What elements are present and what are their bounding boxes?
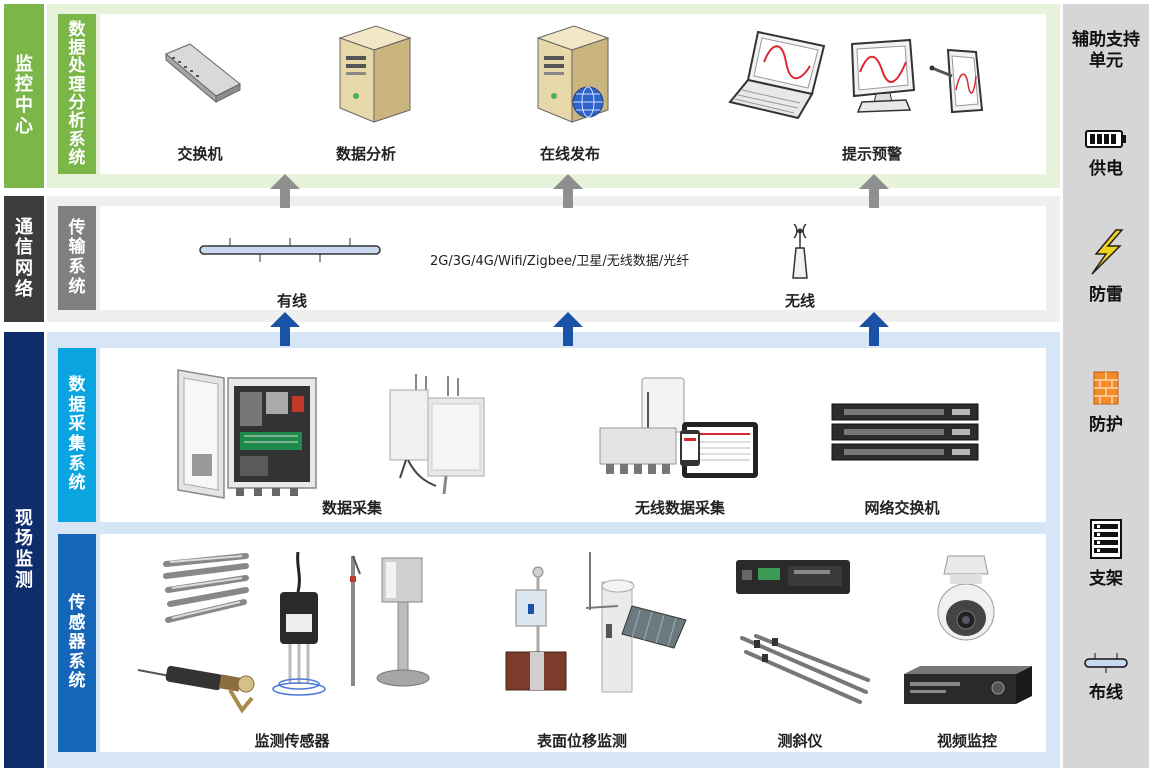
laptop-icon [728,30,826,120]
solar-station-icon [585,552,687,693]
soil-sensor-icon [272,552,326,696]
sensor-probes-icon [163,553,249,623]
surface-displacement-caption: 表面位移监测 [536,732,628,750]
switch-caption: 交换机 [177,145,223,163]
monitor-icon [850,38,916,113]
network-switch-icon [165,43,241,104]
lightning-icon [1091,229,1124,275]
gray-up-arrow-3 [859,174,889,208]
wireless-acquisition-caption: 无线数据采集 [634,499,726,517]
rack-switch-icon [831,403,979,461]
lightning-item: 防雷 [1063,228,1149,305]
sensor-system-label: 传 感 器 系 统 [58,534,96,752]
rod-sensor-icon [350,555,361,686]
inclinometer-probes-icon [740,634,870,704]
field-monitoring-label: 现 场 监 测 [4,332,44,768]
gray-up-arrow-1 [270,174,300,208]
data-analysis-system-label: 数 据 处 理 分 析 系 统 [58,14,96,174]
network-switch-caption: 网络交换机 [864,499,940,517]
outdoor-station-icon [389,374,485,495]
comm-network-label: 通 信 网 络 [4,196,44,322]
data-logger-cabinet-icon [177,369,317,499]
wireless-caption: 无线 [784,292,816,310]
video-monitoring-caption: 视频监控 [936,732,998,750]
protection-item: 防护 [1063,370,1149,435]
gray-up-arrow-2 [553,174,583,208]
pillar-sensor-icon [376,557,430,687]
tdr-device-icon [736,560,850,594]
transmission-system-label: 传 输 系 统 [58,206,96,310]
cable-icon [1084,653,1128,673]
firewall-icon [1093,371,1119,405]
wireless-antenna-icon [792,223,808,279]
monitor-center-label: 监 控 中 心 [4,4,44,188]
inclinometer-caption: 测斜仪 [777,732,823,750]
server-publish-icon [536,25,610,123]
comm-network-panel [100,206,1046,310]
protocols-text: 2G/3G/4G/Wifi/Zigbee/卫星/无线数据/光纤 [430,254,690,269]
data-acquisition-caption: 数据采集 [321,499,383,517]
server-analysis-icon [338,25,412,123]
wireless-logger-icon [599,377,758,478]
support-bracket-item: 支架 [1063,518,1149,589]
support-panel-title: 辅助支持 单元 [1072,30,1140,72]
alert-caption: 提示预警 [841,145,903,163]
data-analysis-caption: 数据分析 [335,145,397,163]
tablet-icon [929,48,984,114]
sensor-panel [100,534,1046,752]
monitoring-sensor-caption: 监测传感器 [254,732,330,750]
blue-up-arrow-1 [270,312,300,346]
wired-caption: 有线 [276,292,308,310]
wiring-item: 布线 [1063,652,1149,703]
nvr-recorder-icon [904,666,1032,704]
gnss-pillar-icon [505,566,567,691]
dome-camera-icon [937,555,995,641]
rack-icon [1090,519,1122,559]
battery-icon [1085,130,1126,148]
blue-up-arrow-2 [553,312,583,346]
wired-cable-icon [199,238,381,262]
blue-up-arrow-3 [859,312,889,346]
online-publish-caption: 在线发布 [539,145,601,163]
vibration-sensor-icon [137,665,255,714]
data-acquisition-system-label: 数 据 采 集 系 统 [58,348,96,522]
power-item: 供电 [1063,128,1149,179]
